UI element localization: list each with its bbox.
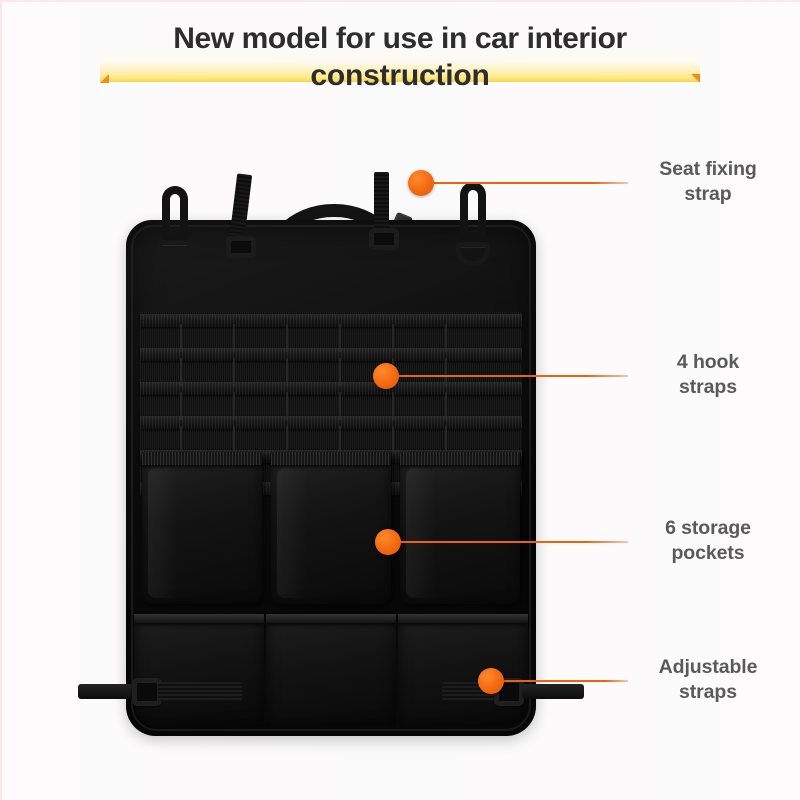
pocket-highlight	[277, 468, 307, 598]
molle-stitch	[180, 392, 182, 420]
molle-stitch	[445, 392, 447, 420]
molle-stitch	[180, 426, 182, 452]
callout-label-adjustable-straps: Adjustable straps	[628, 655, 788, 705]
hook-strap-3	[374, 172, 389, 246]
page-title: New model for use in car interior constr…	[0, 20, 800, 94]
molle-stitch	[339, 426, 341, 452]
callout-text-line-2: straps	[679, 376, 737, 398]
molle-row-4	[140, 416, 522, 429]
pocket-hem	[398, 614, 528, 623]
molle-stitch	[339, 392, 341, 420]
adjustable-strap-tail-left	[78, 684, 140, 699]
callout-text-line-1: Adjustable	[658, 656, 758, 678]
product-image	[78, 172, 584, 736]
callout-dot-storage-pockets[interactable]	[375, 529, 401, 555]
molle-stitch	[233, 426, 235, 452]
callout-line-adjustable-straps	[502, 680, 628, 682]
molle-stitch	[339, 324, 341, 352]
molle-row-2	[140, 348, 522, 361]
molle-stitch	[392, 426, 394, 452]
callout-line-hook-straps	[397, 375, 628, 377]
callout-dot-seat-fixing-strap[interactable]	[408, 170, 434, 196]
adjustable-strap-buckle-left	[132, 678, 162, 706]
molle-stitch	[392, 392, 394, 420]
molle-stitch	[233, 392, 235, 420]
title-highlight-bar	[100, 46, 700, 83]
d-ring-right	[456, 242, 490, 266]
hook-strap-buckle-3	[369, 228, 399, 250]
callout-text-line-1: 4 hook	[676, 351, 740, 373]
molle-stitch	[339, 358, 341, 386]
callout-text-line-2: pockets	[671, 542, 745, 564]
pocket-elastic-band	[142, 452, 262, 465]
pocket-hem	[266, 614, 396, 623]
molle-stitch	[180, 358, 182, 386]
molle-row-3	[140, 382, 522, 395]
molle-stitch	[445, 324, 447, 352]
callout-text-line-1: Seat fixing	[659, 158, 757, 180]
pocket-elastic-band	[400, 452, 520, 465]
molle-stitch	[286, 392, 288, 420]
callout-text-line-2: strap	[684, 183, 732, 205]
hook-strap-buckle-2	[226, 236, 256, 258]
molle-stitch	[445, 358, 447, 386]
callout-label-hook-straps: 4 hook straps	[628, 350, 788, 400]
callout-line-storage-pockets	[399, 541, 628, 543]
storage-pocket-3	[400, 452, 520, 604]
d-ring-left	[158, 240, 192, 264]
pocket-highlight	[148, 468, 178, 598]
hook-strap-loop-4	[460, 182, 486, 238]
molle-stitch	[180, 324, 182, 352]
storage-pocket-5	[266, 614, 396, 726]
molle-stitch	[445, 426, 447, 452]
molle-row-1	[140, 314, 522, 327]
callout-dot-adjustable-straps[interactable]	[478, 668, 504, 694]
panel-edge-binding	[131, 225, 531, 731]
callout-line-seat-fixing-strap	[432, 182, 628, 184]
title-line-1: New model for use in car interior	[173, 22, 627, 55]
molle-stitch	[286, 426, 288, 452]
pocket-highlight	[406, 468, 436, 598]
callout-text-line-2: straps	[679, 681, 737, 703]
storage-pocket-4	[134, 614, 264, 726]
molle-stitch	[286, 358, 288, 386]
adjustable-strap-left	[158, 682, 242, 701]
storage-pocket-1	[142, 452, 262, 604]
storage-pocket-2	[271, 452, 391, 604]
callout-label-storage-pockets: 6 storage pockets	[628, 516, 788, 566]
upper-pocket-row	[142, 452, 520, 608]
title-line-2: construction	[310, 59, 490, 92]
canvas-left-edge	[0, 0, 2, 800]
molle-stitch	[286, 324, 288, 352]
callout-label-seat-fixing-strap: Seat fixing strap	[628, 157, 788, 207]
molle-stitch	[392, 324, 394, 352]
organizer-panel	[78, 172, 584, 736]
callout-text-line-1: 6 storage	[665, 517, 751, 539]
adjustable-strap-tail-right	[522, 684, 584, 699]
lower-pocket-row	[134, 614, 528, 730]
canvas-top-edge	[0, 0, 800, 2]
callout-dot-hook-straps[interactable]	[373, 363, 399, 389]
molle-stitch	[233, 324, 235, 352]
pocket-hem	[134, 614, 264, 623]
storage-pocket-6	[398, 614, 528, 726]
molle-stitch	[233, 358, 235, 386]
hook-strap-loop-1	[162, 186, 188, 242]
pocket-elastic-band	[271, 452, 391, 465]
